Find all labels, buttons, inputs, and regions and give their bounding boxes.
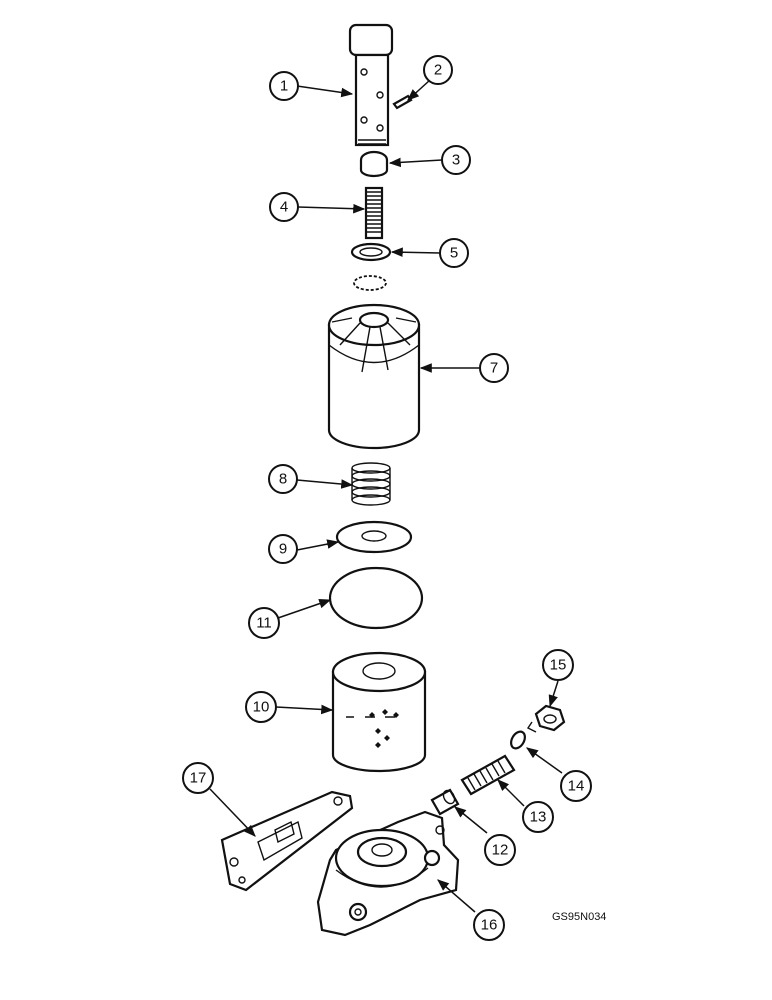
callout-9: 9	[268, 534, 298, 564]
callout-10: 10	[245, 691, 277, 723]
svg-text:15: 15	[550, 657, 567, 674]
seal-ring-part	[353, 275, 387, 291]
o-ring-part	[510, 730, 526, 750]
svg-text:8: 8	[279, 471, 287, 488]
callout-4: 4	[269, 192, 299, 222]
callout-1: 1	[269, 71, 299, 101]
svg-text:3: 3	[452, 152, 460, 169]
svg-text:9: 9	[279, 541, 287, 558]
svg-text:10: 10	[253, 699, 270, 716]
callout-8: 8	[268, 464, 298, 494]
pin-part	[392, 94, 413, 110]
gasket-plate-part	[220, 790, 354, 892]
filter-housing-part	[327, 303, 421, 450]
svg-text:5: 5	[450, 245, 458, 262]
cap-part	[359, 150, 389, 178]
plunger-part	[430, 788, 460, 816]
relief-spring-part	[460, 754, 516, 796]
svg-text:2: 2	[434, 62, 442, 79]
callout-3: 3	[441, 145, 471, 175]
callout-2: 2	[423, 55, 453, 85]
callout-11: 11	[248, 607, 280, 639]
svg-text:13: 13	[530, 809, 547, 826]
valve-stem-part	[348, 23, 394, 147]
svg-text:14: 14	[568, 778, 585, 795]
spring-part	[364, 186, 384, 240]
filter-head-part	[316, 810, 460, 937]
svg-text:1: 1	[280, 78, 288, 95]
svg-text:11: 11	[256, 615, 272, 632]
filter-element-part	[331, 651, 427, 773]
svg-text:16: 16	[481, 917, 498, 934]
callout-12: 12	[484, 834, 516, 866]
callout-15: 15	[542, 649, 574, 681]
leader-lines	[209, 79, 563, 913]
compression-spring-part	[351, 462, 391, 506]
svg-text:4: 4	[280, 199, 288, 216]
disc-part	[335, 520, 413, 554]
callout-16: 16	[473, 909, 505, 941]
washer-part	[350, 242, 392, 262]
svg-text:12: 12	[492, 842, 509, 859]
svg-text:17: 17	[190, 770, 207, 787]
callout-5: 5	[439, 238, 469, 268]
callout-13: 13	[522, 801, 554, 833]
plug-part	[526, 704, 566, 733]
callout-7: 7	[479, 353, 509, 383]
callout-17: 17	[182, 762, 214, 794]
gasket-ring-part	[328, 566, 424, 630]
svg-text:7: 7	[490, 360, 498, 377]
callout-14: 14	[560, 770, 592, 802]
document-id: GS95N034	[552, 911, 606, 923]
